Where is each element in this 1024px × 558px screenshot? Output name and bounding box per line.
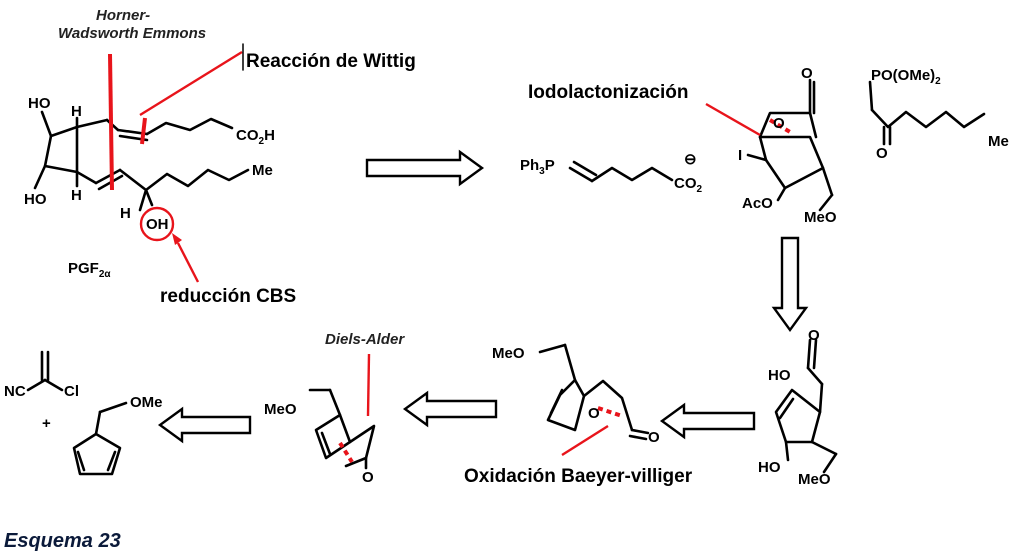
svg-text:Cl: Cl bbox=[64, 383, 79, 400]
acid-structure: HO O HO MeO bbox=[758, 327, 838, 488]
svg-text:Me: Me bbox=[988, 133, 1009, 150]
svg-text:O: O bbox=[648, 429, 660, 446]
svg-text:O: O bbox=[588, 405, 600, 422]
hwe-label-line2: Wadsworth Emmons bbox=[58, 25, 206, 42]
chloroacrylonitrile-structure: NC Cl + bbox=[4, 350, 79, 432]
pgf-name-label: PGF2α bbox=[68, 260, 111, 280]
svg-text:HO: HO bbox=[758, 459, 781, 476]
retro-arrow-4 bbox=[402, 390, 498, 428]
svg-text:O: O bbox=[801, 65, 813, 82]
h-top-label: H bbox=[71, 103, 82, 120]
phosphonate-structure: PO(OMe)2 O Me bbox=[868, 67, 1009, 162]
bicyclic-ketone-structure: MeO O bbox=[264, 353, 376, 486]
h-bottom-label: H bbox=[71, 187, 82, 204]
baeyer-villiger-label: Oxidación Baeyer-villiger bbox=[464, 466, 693, 487]
svg-text:PO(OMe)2: PO(OMe)2 bbox=[871, 67, 941, 87]
ho-bottom-label: HO bbox=[24, 191, 47, 208]
svg-text:CO2: CO2 bbox=[674, 175, 703, 195]
wittig-ylide: Ph3P CO2 ⊖ bbox=[520, 151, 703, 195]
negative-charge: ⊖ bbox=[684, 151, 697, 168]
svg-text:O: O bbox=[808, 327, 820, 344]
ho-top-label: HO bbox=[28, 95, 51, 112]
svg-text:MeO: MeO bbox=[798, 471, 831, 488]
plus-sign: + bbox=[42, 415, 51, 432]
svg-text:O: O bbox=[773, 115, 785, 132]
retro-arrow-3 bbox=[659, 402, 756, 440]
retro-arrow-1 bbox=[365, 149, 485, 187]
svg-text:MeO: MeO bbox=[804, 209, 837, 226]
retro-arrow-down bbox=[771, 236, 809, 333]
svg-text:MeO: MeO bbox=[492, 345, 525, 362]
pgf2alpha-structure: HO H HO H H OH CO2H Me PGF2α bbox=[24, 50, 275, 283]
svg-text:O: O bbox=[362, 469, 374, 486]
lactone-structure: MeO O O bbox=[492, 343, 660, 457]
svg-text:Ph3P: Ph3P bbox=[520, 157, 555, 177]
wittig-label: Reacción de Wittig bbox=[246, 51, 416, 72]
cyclopentadiene-structure: OMe bbox=[72, 394, 163, 476]
h-side-label: H bbox=[120, 205, 131, 222]
diels-alder-label: Diels-Alder bbox=[325, 331, 405, 348]
hwe-label-line1: Horner- bbox=[96, 7, 150, 24]
oh-label: OH bbox=[146, 216, 169, 233]
iodolactone-structure: O O I AcO MeO bbox=[705, 65, 837, 226]
svg-text:AcO: AcO bbox=[742, 195, 773, 212]
co2h-label: CO2H bbox=[236, 127, 275, 147]
svg-text:O: O bbox=[876, 145, 888, 162]
svg-text:I: I bbox=[738, 147, 742, 164]
cbs-label: reducción CBS bbox=[160, 286, 296, 307]
svg-text:OMe: OMe bbox=[130, 394, 163, 411]
svg-text:HO: HO bbox=[768, 367, 791, 384]
retro-arrow-5 bbox=[157, 406, 252, 444]
svg-text:NC: NC bbox=[4, 383, 26, 400]
scheme-caption: Esquema 23 bbox=[4, 530, 121, 552]
me-label: Me bbox=[252, 162, 273, 179]
svg-text:MeO: MeO bbox=[264, 401, 297, 418]
iodolactonization-label: Iodolactonización bbox=[528, 82, 688, 103]
